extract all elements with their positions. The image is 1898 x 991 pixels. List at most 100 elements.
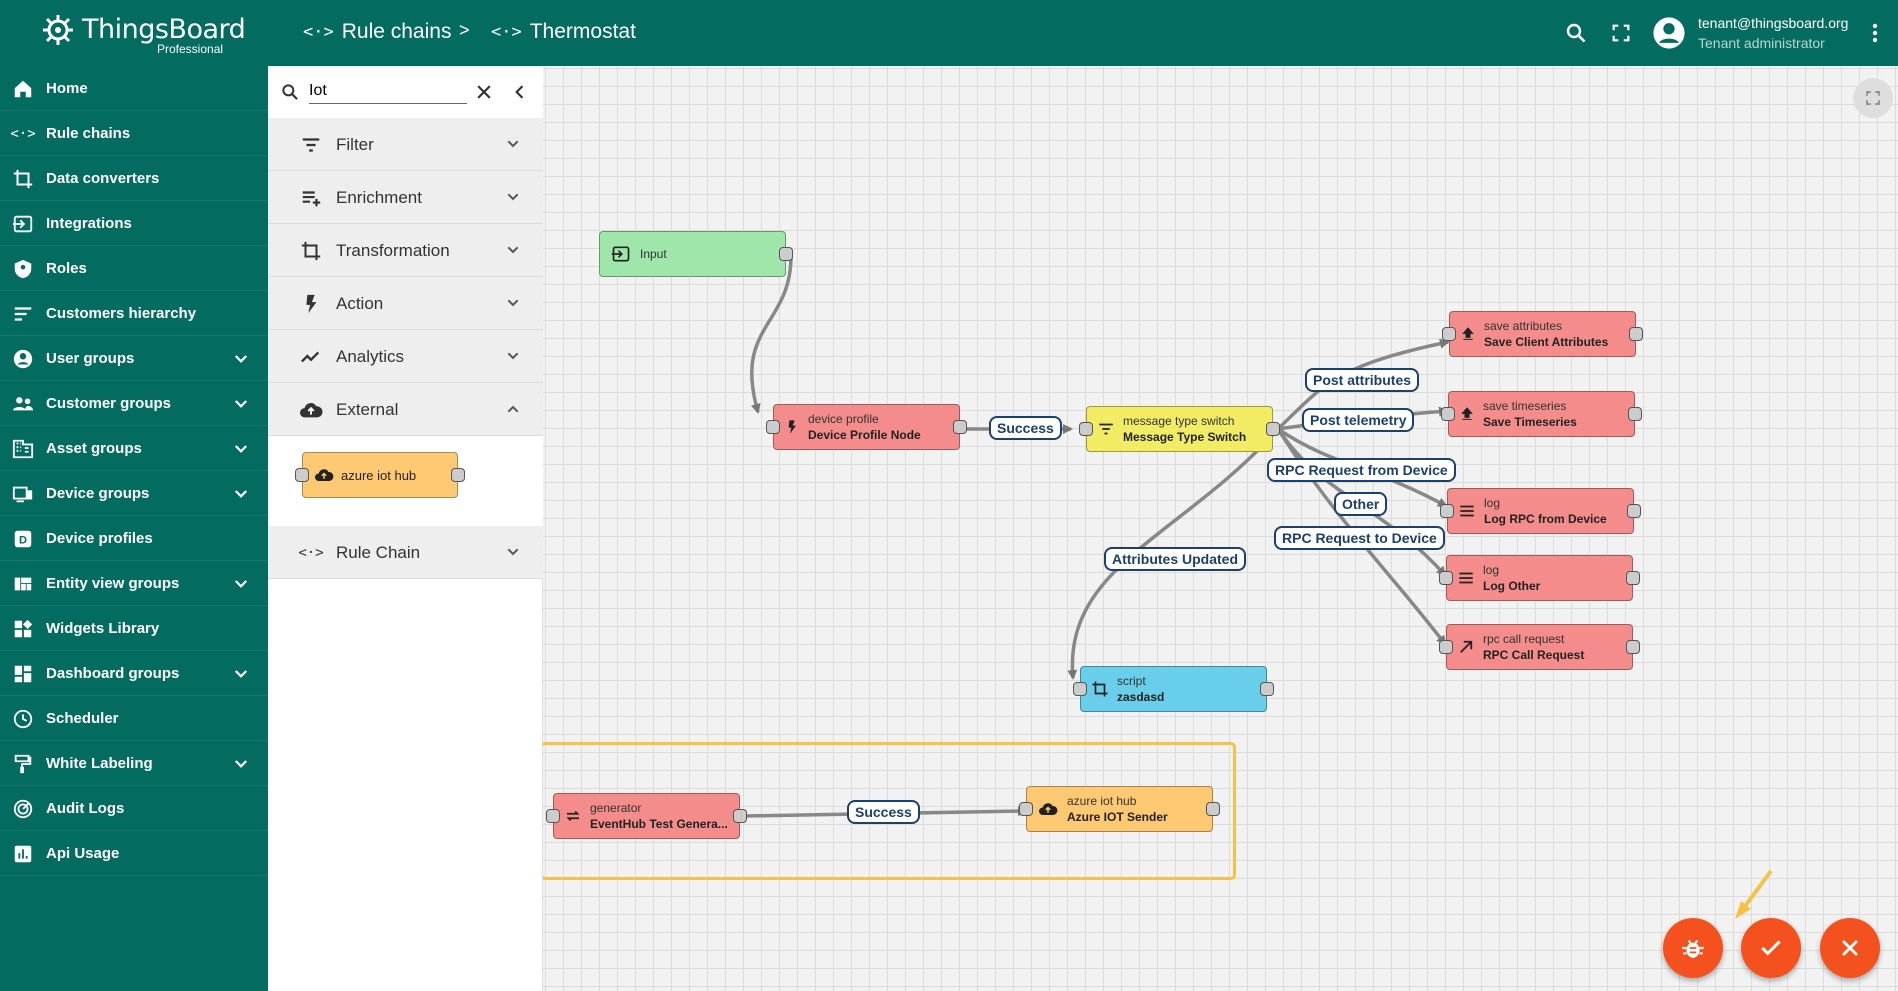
- edge-label-post-telemetry[interactable]: Post telemetry: [1302, 408, 1415, 432]
- input-port[interactable]: [766, 420, 780, 434]
- fullscreen-button[interactable]: [1606, 18, 1636, 48]
- sidebar-item-scheduler[interactable]: Scheduler: [0, 696, 268, 741]
- dashboard-icon: [11, 662, 35, 686]
- output-port[interactable]: [953, 420, 967, 434]
- node-type: rpc call request: [1483, 632, 1565, 646]
- input-port[interactable]: [1019, 802, 1033, 816]
- rule-node-log-rpc[interactable]: log Log RPC from Device: [1440, 488, 1641, 534]
- user-menu[interactable]: tenant@thingsboard.org Tenant administra…: [1652, 12, 1848, 54]
- more-menu-button[interactable]: [1860, 18, 1890, 48]
- collapse-library-button[interactable]: [510, 82, 530, 107]
- flash-icon: [788, 420, 796, 434]
- apply-changes-button[interactable]: [1741, 918, 1801, 978]
- sidebar-item-label: Home: [46, 79, 88, 97]
- sidebar-item-audit-logs[interactable]: Audit Logs: [0, 786, 268, 831]
- library-category-enrichment[interactable]: Enrichment: [268, 171, 543, 224]
- node-type: save timeseries: [1483, 399, 1567, 413]
- input-port[interactable]: [1441, 407, 1455, 421]
- sidebar-item-rule-chains[interactable]: <·> Rule chains: [0, 111, 268, 156]
- rule-node-save-timeseries[interactable]: save timeseries Save Timeseries: [1441, 391, 1642, 437]
- output-port[interactable]: [1626, 571, 1640, 585]
- clear-search-button[interactable]: [474, 82, 494, 107]
- node-type: generator: [590, 801, 642, 815]
- library-category-filter[interactable]: Filter: [268, 118, 543, 171]
- edge-label-post-attributes[interactable]: Post attributes: [1305, 368, 1420, 392]
- chevron-down-icon: [505, 242, 521, 263]
- output-port[interactable]: [1627, 504, 1641, 518]
- library-category-rule-chain[interactable]: <·> Rule Chain: [268, 526, 543, 579]
- sidebar-item-label: Dashboard groups: [46, 664, 180, 682]
- search-button[interactable]: [1561, 18, 1591, 48]
- output-port[interactable]: [1266, 422, 1280, 436]
- node-name: Input: [640, 247, 667, 261]
- input-port[interactable]: [1073, 682, 1087, 696]
- user-email: tenant@thingsboard.org: [1698, 15, 1849, 31]
- sidebar-item-user-groups[interactable]: User groups: [0, 336, 268, 381]
- edge-label-success[interactable]: Success: [989, 416, 1062, 440]
- cloud-upload-icon: [1039, 803, 1058, 815]
- edge-input-device-profile[interactable]: [750, 255, 793, 414]
- library-category-transformation[interactable]: Transformation: [268, 224, 543, 277]
- breadcrumb-label: Rule chains: [341, 20, 452, 43]
- rule-chain-canvas[interactable]: Input device profile Device Profile Node…: [543, 66, 1898, 991]
- chevron-down-icon: [232, 755, 250, 778]
- sidebar-item-entity-view-groups[interactable]: Entity view groups: [0, 561, 268, 606]
- sidebar-item-api-usage[interactable]: Api Usage: [0, 831, 268, 876]
- input-port[interactable]: [1440, 504, 1454, 518]
- sidebar-item-device-groups[interactable]: Device groups: [0, 471, 268, 516]
- edge-label-rpc-from-device[interactable]: RPC Request from Device: [1267, 458, 1456, 482]
- output-port[interactable]: [779, 247, 793, 261]
- input-port[interactable]: [546, 809, 560, 823]
- output-port[interactable]: [1206, 802, 1220, 816]
- input-port[interactable]: [1439, 640, 1453, 654]
- debug-button[interactable]: [1663, 918, 1723, 978]
- sidebar-item-asset-groups[interactable]: Asset groups: [0, 426, 268, 471]
- sidebar-item-white-labeling[interactable]: White Labeling: [0, 741, 268, 786]
- rule-node-azure-iot-hub[interactable]: azure iot hub Azure IOT Sender: [1019, 786, 1220, 832]
- rule-node-rpc-call-request[interactable]: rpc call request RPC Call Request: [1439, 624, 1640, 670]
- input-port[interactable]: [1439, 571, 1453, 585]
- output-port[interactable]: [1628, 407, 1642, 421]
- sidebar-item-device-profiles[interactable]: D Device profiles: [0, 516, 268, 561]
- flash-icon: [299, 292, 323, 316]
- sidebar-item-home[interactable]: Home: [0, 66, 268, 111]
- rule-node-log-other[interactable]: log Log Other: [1439, 555, 1640, 601]
- revert-changes-button[interactable]: [1820, 918, 1880, 978]
- library-search-input[interactable]: [309, 78, 467, 104]
- rule-node-input[interactable]: Input: [599, 231, 793, 277]
- sidebar-item-customer-groups[interactable]: Customer groups: [0, 381, 268, 426]
- thingsboard-logo-icon: [43, 15, 73, 45]
- edge-label-attributes-updated[interactable]: Attributes Updated: [1104, 547, 1246, 571]
- node-type: device profile: [808, 412, 879, 426]
- library-category-external[interactable]: External: [268, 383, 543, 436]
- input-port[interactable]: [1442, 327, 1456, 341]
- rule-node-save-attributes[interactable]: save attributes Save Client Attributes: [1442, 311, 1643, 357]
- sidebar-item-widgets-library[interactable]: Widgets Library: [0, 606, 268, 651]
- edge-label-other[interactable]: Other: [1334, 492, 1388, 516]
- library-category-action[interactable]: Action: [268, 277, 543, 330]
- input-port[interactable]: [1079, 422, 1093, 436]
- canvas-fullscreen-button[interactable]: [1853, 78, 1893, 118]
- chevron-down-icon: [232, 485, 250, 508]
- rule-node-script[interactable]: script zasdasd: [1073, 666, 1274, 712]
- rule-node-message-type-switch[interactable]: message type switch Message Type Switch: [1079, 406, 1280, 452]
- output-port[interactable]: [1260, 682, 1274, 696]
- breadcrumb-rule-chains[interactable]: <·> Rule chains: [303, 20, 451, 44]
- sidebar-item-roles[interactable]: Roles: [0, 246, 268, 291]
- output-port[interactable]: [1626, 640, 1640, 654]
- rule-node-generator[interactable]: generator EventHub Test Genera...: [546, 793, 747, 839]
- sidebar-item-data-converters[interactable]: Data converters: [0, 156, 268, 201]
- edge-label-success-2[interactable]: Success: [847, 800, 920, 824]
- sidebar-item-label: User groups: [46, 349, 135, 367]
- edge-label-rpc-to-device[interactable]: RPC Request to Device: [1274, 526, 1445, 550]
- sidebar-item-customers-hierarchy[interactable]: Customers hierarchy: [0, 291, 268, 336]
- logo[interactable]: ThingsBoard Professional: [40, 12, 246, 56]
- rule-node-device-profile[interactable]: device profile Device Profile Node: [766, 404, 967, 450]
- library-node-azure-iot-hub[interactable]: azure iot hub: [295, 452, 465, 498]
- library-category-analytics[interactable]: Analytics: [268, 330, 543, 383]
- sidebar-item-integrations[interactable]: Integrations: [0, 201, 268, 246]
- svg-text:D: D: [19, 535, 27, 547]
- output-port[interactable]: [733, 809, 747, 823]
- sidebar-item-dashboard-groups[interactable]: Dashboard groups: [0, 651, 268, 696]
- output-port[interactable]: [1629, 327, 1643, 341]
